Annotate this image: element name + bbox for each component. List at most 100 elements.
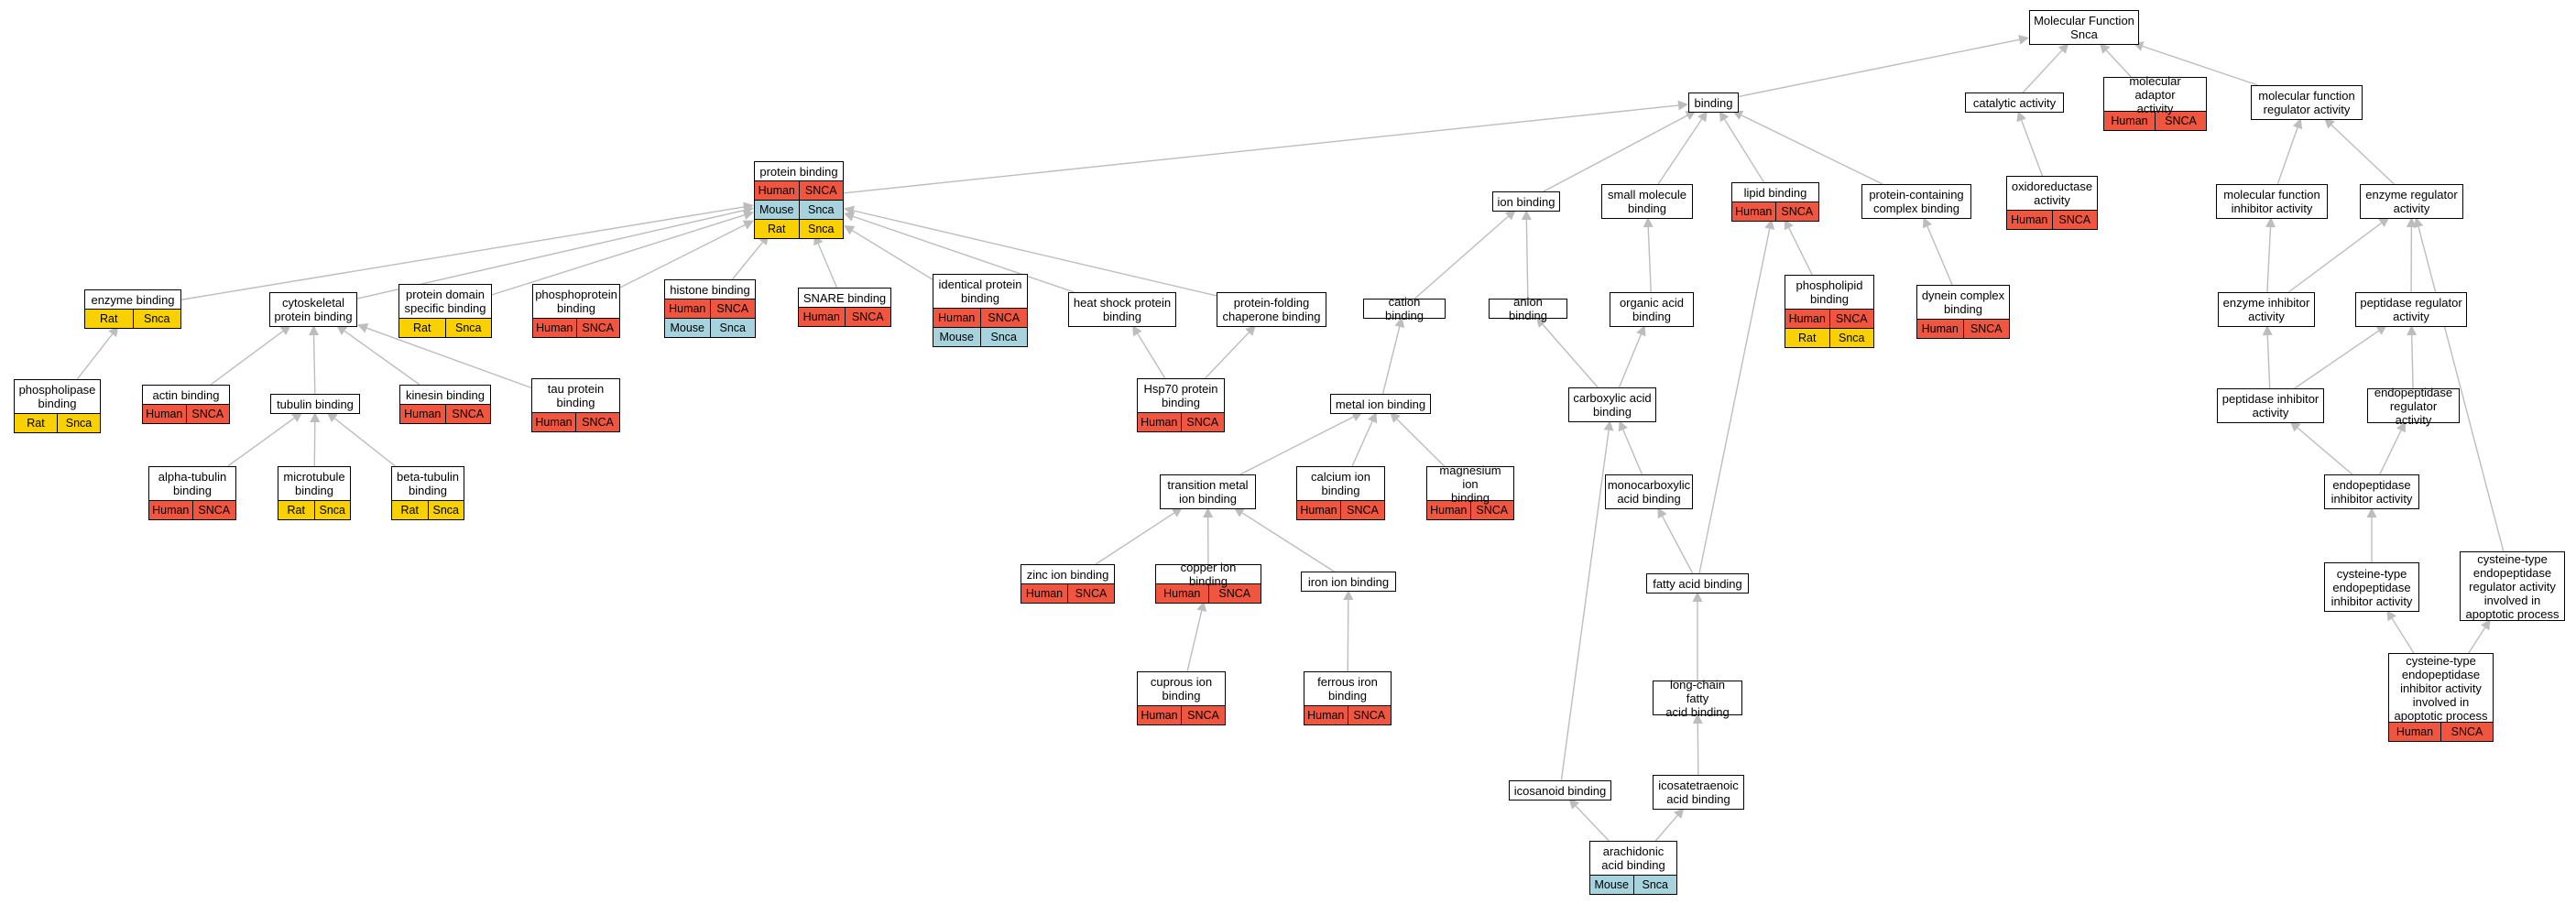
go-term-node-cysteine-inhibitor-apoptotic[interactable]: cysteine-type endopeptidase inhibitor ac… <box>2388 653 2494 742</box>
species-cell: Human <box>669 302 706 315</box>
go-term-node-cysteine-inhibitor[interactable]: cysteine-type endopeptidase inhibitor ac… <box>2324 562 2419 612</box>
go-term-node-peptidase-regulator[interactable]: peptidase regulator activity <box>2355 292 2467 327</box>
go-term-label: arachidonic acid binding <box>1601 844 1665 872</box>
go-term-node-cation[interactable]: cation binding <box>1363 295 1446 322</box>
go-term-node-chaperone[interactable]: protein-folding chaperone binding <box>1217 292 1326 327</box>
edge-arrowhead <box>1245 325 1256 336</box>
edge-arrowhead <box>1504 210 1516 221</box>
species-cell: Mouse <box>670 321 705 334</box>
go-term-label: endopeptidase regulator activity <box>2374 385 2453 427</box>
go-term-node-cytoskeletal[interactable]: cytoskeletal protein binding <box>269 292 357 327</box>
go-term-node-long-chain[interactable]: long-chain fatty acid binding <box>1653 678 1742 719</box>
go-term-node-binding[interactable]: binding <box>1688 93 1739 113</box>
go-term-node-heat-shock[interactable]: heat shock protein binding <box>1068 292 1176 327</box>
species-cell: Human <box>1788 312 1826 325</box>
edge-protein_domain-to-protein_binding <box>491 214 745 296</box>
go-term-label: anion binding <box>1509 295 1547 322</box>
go-term-node-fatty-acid[interactable]: fatty acid binding <box>1646 573 1749 594</box>
go-term-node-catalytic[interactable]: catalytic activity <box>1965 93 2064 113</box>
species-cell: Human <box>938 311 976 324</box>
edge-mol_adaptor-to-mf <box>2105 49 2132 78</box>
go-term-node-transition-metal[interactable]: transition metal ion binding <box>1160 474 1256 509</box>
edge-arrowhead <box>2289 421 2301 432</box>
go-term-node-endopeptidase-regulator[interactable]: endopeptidase regulator activity <box>2367 385 2460 427</box>
go-term-node-iron[interactable]: iron ion binding <box>1301 572 1396 592</box>
edge-arrowhead <box>336 325 348 335</box>
go-term-node-endopeptidase-inhibitor[interactable]: endopeptidase inhibitor activity <box>2324 474 2419 509</box>
go-term-node-protein-complex[interactable]: protein-containing complex binding <box>1861 184 1971 219</box>
go-term-node-small-molecule[interactable]: small molecule binding <box>1601 184 1693 219</box>
go-term-label: molecular function inhibitor activity <box>2223 188 2320 215</box>
edge-arrowhead <box>2016 111 2026 123</box>
go-term-node-cysteine-regulator-apoptotic[interactable]: cysteine-type endopeptidase regulator ac… <box>2460 551 2565 621</box>
go-term-node-anion[interactable]: anion binding <box>1489 295 1567 322</box>
go-term-node-mf-regulator[interactable]: molecular function regulator activity <box>2251 85 2363 120</box>
go-term-label: zinc ion binding <box>1026 567 1109 582</box>
edge-arrowhead <box>742 210 754 221</box>
edge-hsp70-to-chaperone <box>1205 332 1250 379</box>
species-cell: Human <box>152 504 190 517</box>
species-cell: Human <box>1025 587 1064 600</box>
go-term-node-ion-binding[interactable]: ion binding <box>1492 191 1560 212</box>
go-term-label: protein-folding chaperone binding <box>1222 296 1321 323</box>
go-term-label: small molecule binding <box>1608 188 1686 215</box>
go-term-node-enzyme-inhibitor[interactable]: enzyme inhibitor activity <box>2218 292 2315 327</box>
edge-arrowhead <box>1636 325 1646 337</box>
edge-arrowhead <box>1719 111 1730 123</box>
gene-symbol-cell: SNCA <box>1347 706 1392 724</box>
go-term-node-icosatetraenoic[interactable]: icosatetraenoic acid binding <box>1653 775 1744 810</box>
edge-lipid_binding-to-binding <box>1723 118 1765 183</box>
go-term-node-icosanoid[interactable]: icosanoid binding <box>1509 780 1611 801</box>
go-term-node-carboxylic[interactable]: carboxylic acid binding <box>1568 387 1656 422</box>
gene-symbol-cell: SNCA <box>2051 211 2098 229</box>
go-term-node-metal-ion[interactable]: metal ion binding <box>1330 394 1431 414</box>
go-term-label: ferrous iron binding <box>1317 675 1378 703</box>
gene-symbol-cell: SNCA <box>575 319 620 337</box>
go-term-node-tubulin[interactable]: tubulin binding <box>270 394 360 414</box>
go-term-node-monocarboxylic[interactable]: monocarboxylic acid binding <box>1605 474 1693 509</box>
go-term-node-organic-acid[interactable]: organic acid binding <box>1610 292 1694 327</box>
go-term-node-peptidase-inhibitor[interactable]: peptidase inhibitor activity <box>2217 388 2324 423</box>
go-term-label: enzyme regulator activity <box>2365 188 2458 215</box>
gene-symbol-cell: SNCA <box>1340 501 1384 519</box>
go-term-node-enzyme-regulator[interactable]: enzyme regulator activity <box>2360 184 2463 219</box>
edge-arrowhead <box>2262 325 2273 336</box>
go-term-node-mf[interactable]: Molecular Function Snca <box>2029 10 2139 45</box>
edge-arrowhead <box>2265 217 2276 228</box>
go-term-node-mf-inhibitor[interactable]: molecular function inhibitor activity <box>2216 184 2328 219</box>
go-term-label: peptidase regulator activity <box>2360 296 2462 323</box>
species-cell: Human <box>1735 205 1773 218</box>
